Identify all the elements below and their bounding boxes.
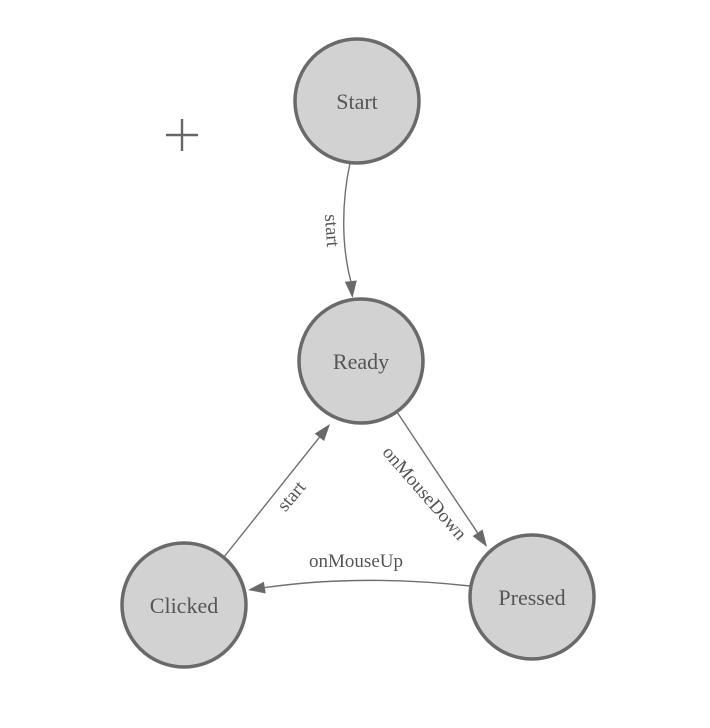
arrowhead-icon	[248, 581, 266, 594]
add-icon[interactable]	[166, 119, 198, 151]
edge-label-start-top: start	[320, 214, 343, 249]
state-node-start[interactable]: Start	[293, 37, 421, 165]
edge-clicked-to-ready-line	[223, 436, 320, 558]
state-node-clicked-circle	[120, 541, 248, 669]
state-node-pressed-label: Pressed	[498, 585, 565, 610]
state-node-pressed[interactable]: Pressed	[468, 533, 596, 661]
edge-label-onmousedown: onMouseDown	[378, 442, 471, 545]
state-node-start-circle	[293, 37, 421, 165]
arrowhead-icon	[472, 529, 487, 547]
arrowhead-icon	[314, 424, 330, 441]
state-node-pressed-circle	[468, 533, 596, 661]
edge-start-to-ready: start	[320, 162, 357, 298]
edge-start-to-ready-line	[343, 162, 352, 282]
state-node-start-label: Start	[336, 89, 378, 114]
edge-ready-to-pressed: onMouseDown	[378, 411, 487, 547]
edge-pressed-to-clicked: onMouseUp	[248, 551, 471, 594]
state-node-clicked-label: Clicked	[150, 593, 218, 618]
edge-clicked-to-ready: start	[223, 424, 330, 558]
edge-label-start-bottom: start	[273, 477, 311, 516]
state-node-clicked[interactable]: Clicked	[120, 541, 248, 669]
state-node-ready-label: Ready	[333, 349, 389, 374]
state-node-ready-circle	[297, 297, 425, 425]
edge-pressed-to-clicked-line	[264, 579, 471, 589]
edge-label-onmouseup: onMouseUp	[309, 551, 403, 572]
edge-ready-to-pressed-line	[396, 411, 479, 534]
state-node-ready[interactable]: Ready	[297, 297, 425, 425]
arrowhead-icon	[344, 280, 357, 298]
